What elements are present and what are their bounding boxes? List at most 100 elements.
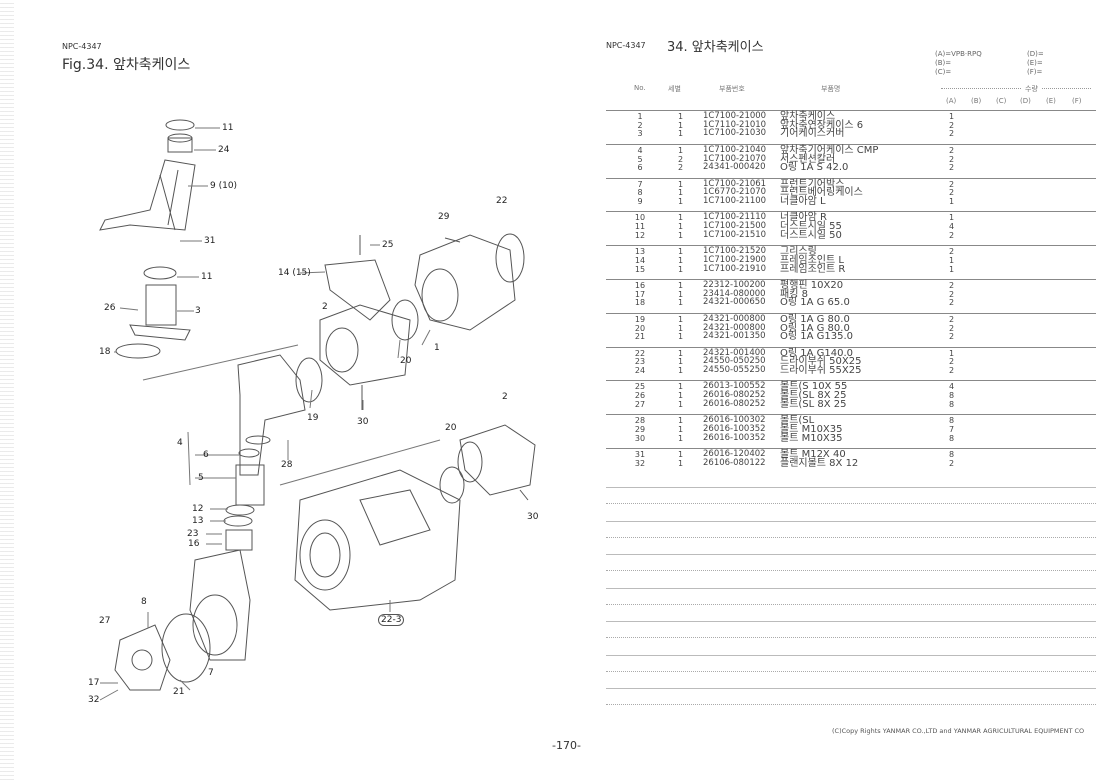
quantity-a: 8 xyxy=(949,433,955,443)
quantity-a: 1 xyxy=(949,112,955,121)
gear-case-part xyxy=(237,354,306,476)
blank-row-divider xyxy=(606,621,1096,622)
quantity-a: 2 xyxy=(949,154,955,164)
callout-label: 16 xyxy=(188,539,200,549)
row-number: 5 xyxy=(637,154,643,164)
part-number: 1C7100-21030 xyxy=(703,128,767,139)
part-number: 1C7100-21910 xyxy=(703,263,767,274)
callout-label: 1 xyxy=(434,343,440,353)
part-name: 드라이부쉬 50X25 xyxy=(780,356,862,368)
blank-row-dotted xyxy=(606,503,1096,504)
row-sub: 1 xyxy=(678,230,684,240)
part-number: 26016-100352 xyxy=(703,432,766,443)
callout-label: 14 (15) xyxy=(278,268,311,278)
part-name: 프런트기어박스 xyxy=(780,178,845,190)
row-number: 30 xyxy=(634,433,646,443)
knuckle-arm-part xyxy=(99,159,196,231)
quantity-a: 2 xyxy=(949,188,955,198)
part-number: 1C6770-21070 xyxy=(703,187,767,198)
legend-e: (E)= xyxy=(1027,59,1043,67)
callout-label: 31 xyxy=(204,236,216,246)
model-legend-2: (D)= (E)= (F)= xyxy=(1027,50,1044,77)
part-name: 볼트 M12X 40 xyxy=(780,449,846,460)
callout-label: 4 xyxy=(177,438,183,448)
row-number: 22 xyxy=(634,348,646,358)
part-number: 24550-055250 xyxy=(703,365,766,375)
part-number: 1C7100-21000 xyxy=(703,111,767,121)
row-sub: 2 xyxy=(678,154,684,164)
bearing-case-part xyxy=(114,624,171,691)
callout-label: 32 xyxy=(88,695,100,705)
row-sub: 1 xyxy=(678,264,684,274)
part-name: 볼트(SL xyxy=(780,415,815,427)
exploded-parts-diagram xyxy=(99,119,536,701)
part-number: 1C7110-21010 xyxy=(703,119,767,130)
bushing-part xyxy=(145,284,177,326)
row-number: 18 xyxy=(634,298,646,308)
part-number: 22312-100200 xyxy=(703,280,766,290)
part-name: 그리스링 xyxy=(780,246,817,258)
group-divider xyxy=(606,211,1096,213)
quantity-a: 2 xyxy=(949,145,955,155)
part-name: 평행핀 10X20 xyxy=(780,280,844,291)
row-sub: 1 xyxy=(678,458,684,468)
quantity-a: 1 xyxy=(949,255,955,265)
row-number: 16 xyxy=(634,281,646,290)
part-name: 프레임조인트 L xyxy=(780,254,844,266)
row-sub: 1 xyxy=(678,323,684,333)
part-name: 앞차축연장케이스 6 xyxy=(780,119,864,131)
copyright-notice: (C)Copy Rights YANMAR CO.,LTD and YANMAR… xyxy=(832,727,1085,735)
quantity-a: 7 xyxy=(949,424,955,434)
quantity-a: 2 xyxy=(949,332,955,342)
part-number: 1C7100-21061 xyxy=(703,178,767,189)
blank-row-dotted xyxy=(606,670,1096,672)
row-number: 8 xyxy=(637,188,643,198)
o-ring-part xyxy=(161,613,211,683)
row-sub: 1 xyxy=(678,433,684,443)
blank-row-divider xyxy=(606,554,1096,555)
callout-label: 2 xyxy=(322,302,328,312)
callout-label: 8 xyxy=(141,597,147,607)
callout-label: 12 xyxy=(192,504,204,514)
quantity-a: 8 xyxy=(949,450,955,459)
quantity-a: 1 xyxy=(949,348,955,358)
row-sub: 1 xyxy=(678,357,684,367)
callout-label: 7 xyxy=(208,668,214,678)
row-number: 27 xyxy=(634,399,646,409)
part-name: 볼트(S 10X 55 xyxy=(780,381,848,393)
quantity-a: 1 xyxy=(949,197,955,206)
part-number: 1C7100-21510 xyxy=(703,229,767,240)
section-title: 34. 앞차축케이스 xyxy=(667,40,764,55)
callout-label: 6 xyxy=(203,450,209,460)
quantity-a: 8 xyxy=(949,391,955,401)
row-sub: 1 xyxy=(678,112,684,121)
row-sub: 1 xyxy=(678,298,684,308)
header-part-name: 부품명 xyxy=(821,85,841,93)
blank-row-divider xyxy=(606,487,1096,488)
callout-label: 19 xyxy=(307,413,319,423)
quantity-a: 8 xyxy=(949,416,955,426)
callout-label: 22 xyxy=(496,196,508,206)
row-number: 23 xyxy=(634,357,646,367)
row-number: 25 xyxy=(634,382,646,392)
header-quantity: 수량 xyxy=(1022,84,1041,94)
callout-label: 26 xyxy=(104,303,116,313)
part-name: 볼트 M10X35 xyxy=(780,423,843,435)
part-number: 24341-000420 xyxy=(703,162,766,173)
row-number: 1 xyxy=(637,112,643,121)
part-name: 너클아암 L xyxy=(780,196,826,207)
row-sub: 1 xyxy=(678,281,684,290)
row-sub: 1 xyxy=(678,332,684,342)
callout-label: 22-3 xyxy=(378,614,405,626)
qty-col-c: (C) xyxy=(996,97,1007,105)
header-part-number: 부품번호 xyxy=(719,85,745,93)
